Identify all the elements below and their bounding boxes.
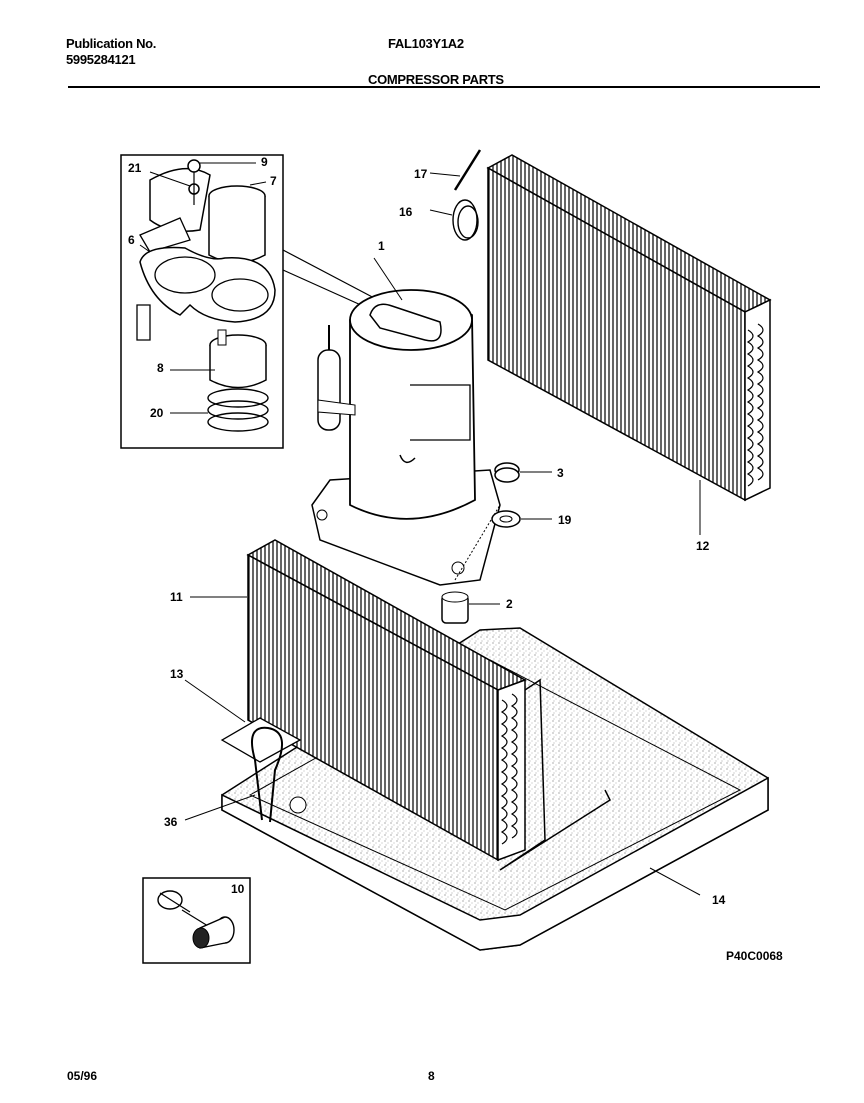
footer-date: 05/96 xyxy=(67,1069,98,1083)
callout-14: 14 xyxy=(712,893,726,907)
header-rule xyxy=(68,86,820,88)
callout-36: 36 xyxy=(164,815,178,829)
callout-3: 3 xyxy=(557,466,564,480)
callout-19: 19 xyxy=(558,513,572,527)
callout-2: 2 xyxy=(506,597,513,611)
footer-page-number: 8 xyxy=(428,1069,435,1083)
protector-inset xyxy=(120,154,284,449)
callout-10: 10 xyxy=(231,882,245,896)
callout-13: 13 xyxy=(170,667,184,681)
callout-9: 9 xyxy=(261,155,268,169)
callout-17: 17 xyxy=(414,167,428,181)
callout-8: 8 xyxy=(157,361,164,375)
callout-16: 16 xyxy=(399,205,413,219)
drawing-code: P40C0068 xyxy=(726,949,783,963)
callout-6: 6 xyxy=(128,233,135,247)
mounting-hardware xyxy=(441,462,552,624)
callout-1: 1 xyxy=(378,239,385,253)
callout-20: 20 xyxy=(150,406,164,420)
callout-21: 21 xyxy=(128,161,142,175)
compressor xyxy=(311,257,501,586)
evaporator-coil xyxy=(184,539,611,871)
strap-inset xyxy=(142,877,251,964)
section-title: COMPRESSOR PARTS xyxy=(368,72,504,87)
model-number: FAL103Y1A2 xyxy=(388,36,464,51)
condenser-coil xyxy=(429,149,772,535)
publication-number: 5995284121 xyxy=(66,52,136,67)
callout-7: 7 xyxy=(270,174,277,188)
callout-11: 11 xyxy=(170,590,183,604)
callout-12: 12 xyxy=(696,539,710,553)
publication-label: Publication No. xyxy=(66,36,157,51)
